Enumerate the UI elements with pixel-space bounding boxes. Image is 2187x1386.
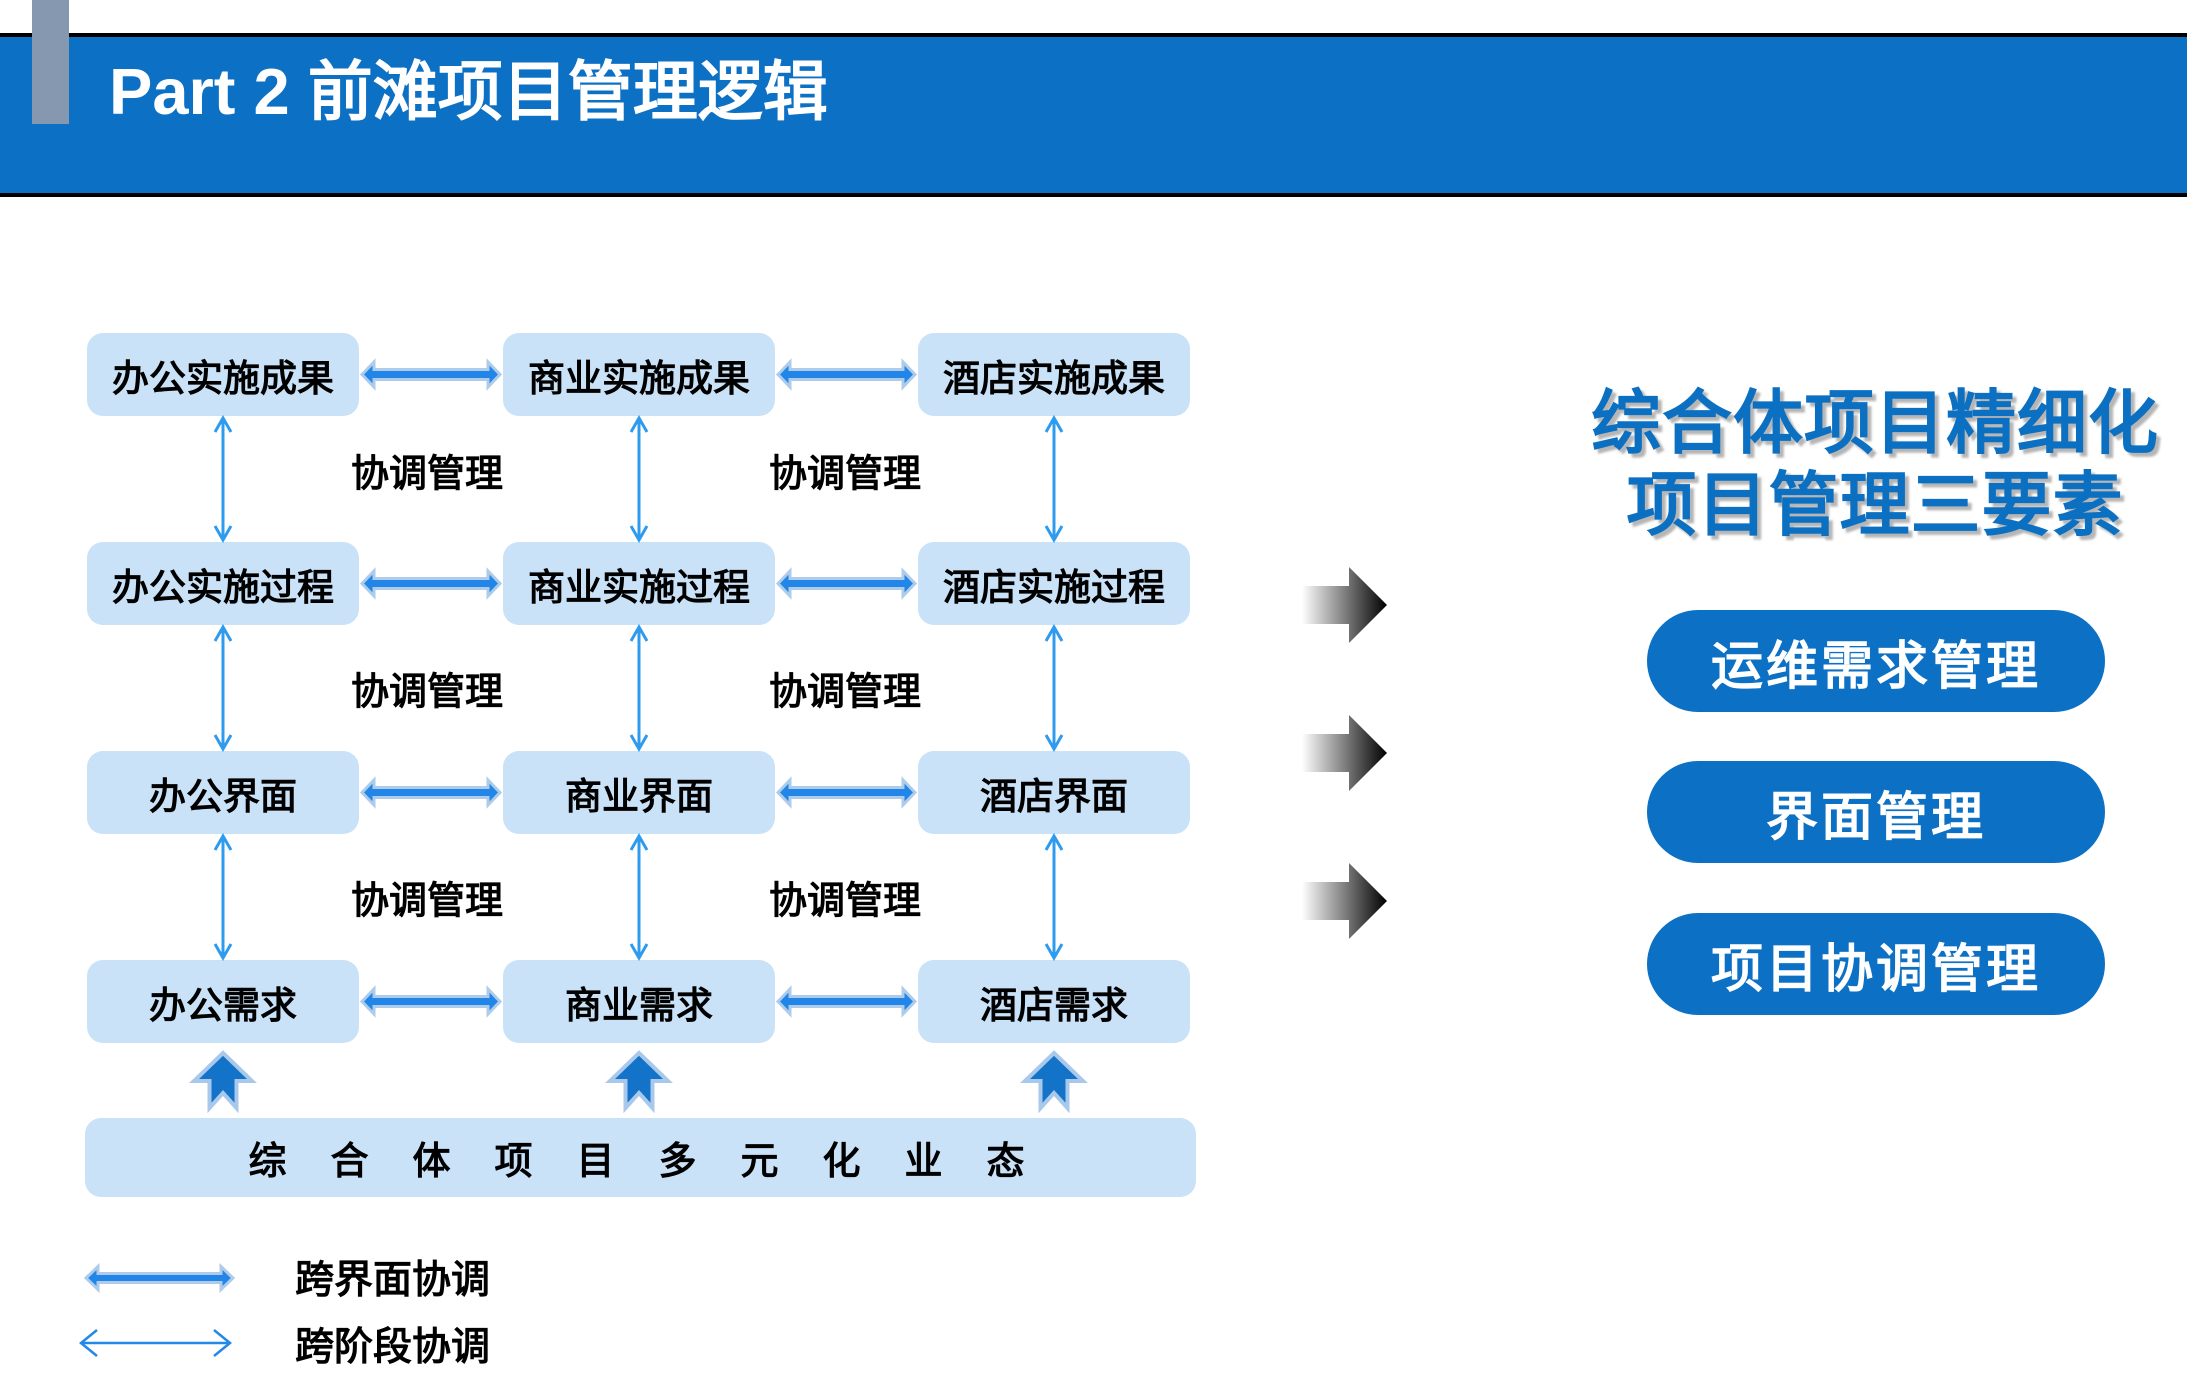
coordination-label: 协调管理 — [768, 880, 922, 923]
pill-operations-demand-management: 运维需求管理 — [1647, 610, 2105, 712]
h-arrow-icon — [775, 776, 918, 809]
coordination-label: 协调管理 — [768, 453, 922, 496]
bottom-band: 综合体项目多元化业态 — [85, 1118, 1196, 1197]
h-arrow-icon — [359, 358, 503, 391]
matrix-box-office-results: 办公实施成果 — [87, 333, 359, 416]
matrix-box-hotel-process: 酒店实施过程 — [918, 542, 1190, 625]
matrix-box-office-interface: 办公界面 — [87, 751, 359, 834]
matrix-box-retail-interface: 商业界面 — [503, 751, 775, 834]
right-panel-title-line2: 项目管理三要素 — [1626, 466, 2124, 544]
legend-label-cross-phase: 跨阶段协调 — [295, 1326, 491, 1369]
header-side-tab — [32, 0, 69, 124]
gradient-arrow-icon — [1302, 863, 1387, 939]
legend-thick-arrow-icon — [83, 1262, 236, 1294]
h-arrow-icon — [359, 776, 503, 809]
right-panel-title-line1: 综合体项目精细化 — [1591, 384, 2159, 462]
v-arrow-icon — [1044, 832, 1064, 962]
coordination-label: 协调管理 — [350, 880, 504, 923]
matrix-box-office-process: 办公实施过程 — [87, 542, 359, 625]
page-title: Part 2 前滩项目管理逻辑 — [109, 55, 828, 128]
up-arrow-icon — [1020, 1050, 1088, 1114]
v-arrow-icon — [629, 414, 649, 544]
matrix-box-retail-results: 商业实施成果 — [503, 333, 775, 416]
pill-project-coordination-management: 项目协调管理 — [1647, 913, 2105, 1015]
bottom-band-label: 综合体项目多元化业态 — [248, 1141, 1069, 1183]
matrix-box-retail-process: 商业实施过程 — [503, 542, 775, 625]
v-arrow-icon — [629, 832, 649, 962]
header-band — [0, 37, 2187, 193]
gradient-arrow-icon — [1302, 715, 1387, 791]
matrix-box-hotel-interface: 酒店界面 — [918, 751, 1190, 834]
h-arrow-icon — [775, 567, 918, 600]
h-arrow-icon — [359, 567, 503, 600]
right-panel-title: 综合体项目精细化 项目管理三要素 — [1563, 382, 2187, 546]
v-arrow-icon — [1044, 623, 1064, 753]
h-arrow-icon — [775, 358, 918, 391]
up-arrow-icon — [189, 1050, 257, 1114]
pill-interface-management: 界面管理 — [1647, 761, 2105, 863]
h-arrow-icon — [775, 985, 918, 1018]
header-top-rule — [0, 33, 2187, 37]
legend-label-cross-interface: 跨界面协调 — [295, 1259, 491, 1302]
vertical-double-arrows — [213, 414, 1064, 962]
v-arrow-icon — [213, 414, 233, 544]
h-arrow-icon — [359, 985, 503, 1018]
matrix-box-hotel-demand: 酒店需求 — [918, 960, 1190, 1043]
up-arrow-icon — [605, 1050, 673, 1114]
up-block-arrows — [189, 1050, 1088, 1114]
header-bottom-rule — [0, 193, 2187, 197]
gradient-arrow-icon — [1302, 567, 1387, 643]
coordination-label: 协调管理 — [350, 453, 504, 496]
gradient-right-arrows — [1302, 567, 1387, 939]
v-arrow-icon — [213, 623, 233, 753]
v-arrow-icon — [213, 832, 233, 962]
legend-arrows — [79, 1262, 236, 1357]
legend-thin-arrow-icon — [79, 1329, 232, 1357]
matrix-box-hotel-results: 酒店实施成果 — [918, 333, 1190, 416]
matrix-box-retail-demand: 商业需求 — [503, 960, 775, 1043]
matrix-box-office-demand: 办公需求 — [87, 960, 359, 1043]
coordination-label: 协调管理 — [768, 671, 922, 714]
coordination-label: 协调管理 — [350, 671, 504, 714]
v-arrow-icon — [1044, 414, 1064, 544]
v-arrow-icon — [629, 623, 649, 753]
